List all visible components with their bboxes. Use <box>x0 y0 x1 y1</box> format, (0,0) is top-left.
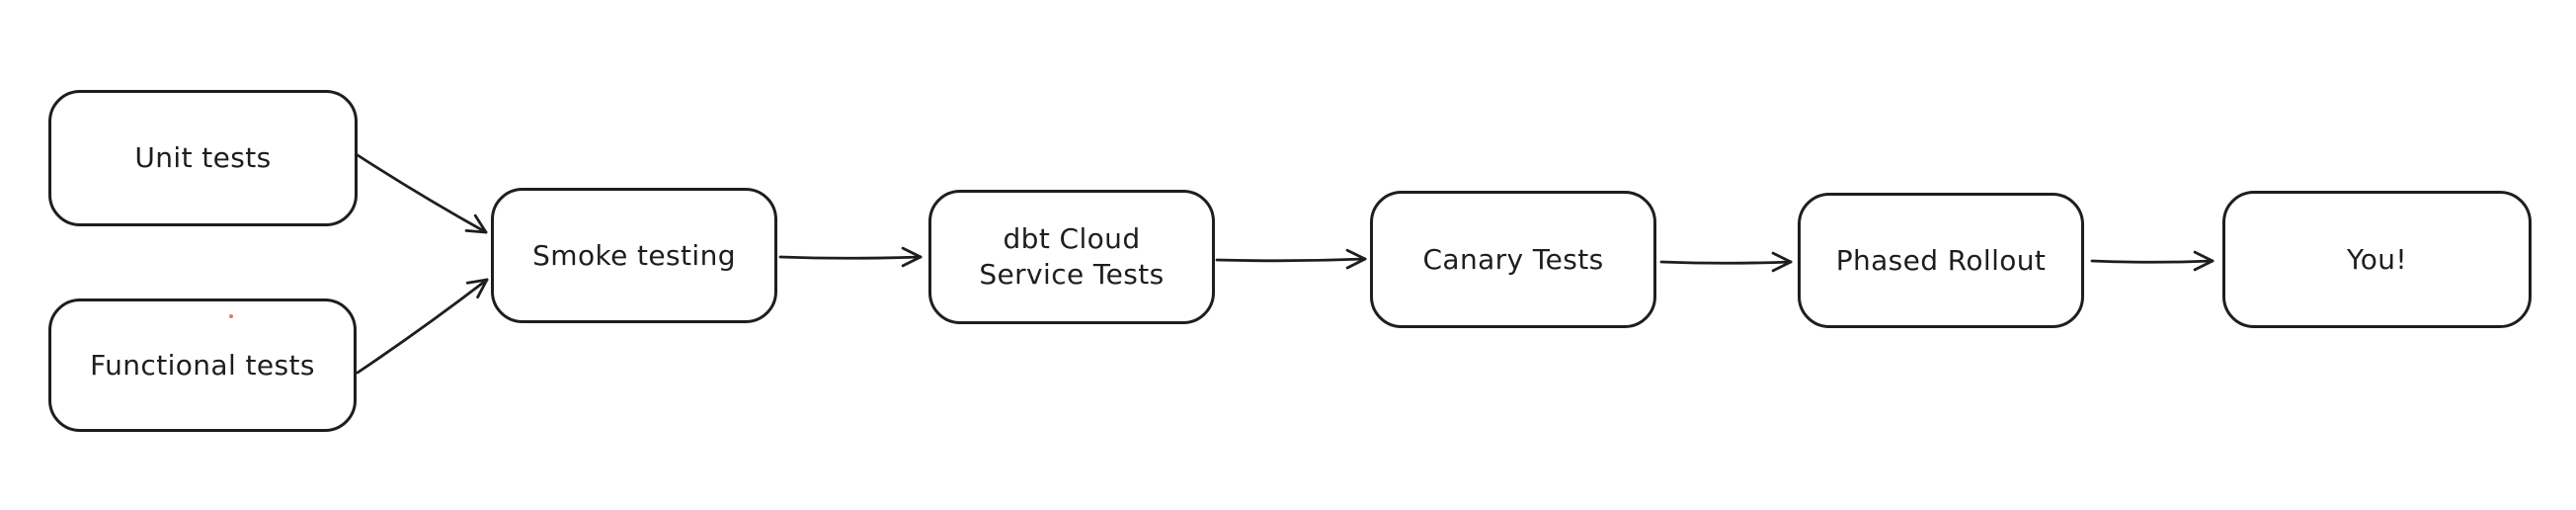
node-label-unit-tests: Unit tests <box>134 141 272 174</box>
edge-unit-tests-to-smoke-testing <box>356 153 488 234</box>
node-label-dbt-cloud-service-tests: dbt Cloud Service Tests <box>979 222 1165 291</box>
stray-red-dot <box>229 314 233 318</box>
node-functional-tests: Functional tests <box>48 298 357 432</box>
edge-canary-tests-to-phased-rollout <box>1659 251 1793 273</box>
node-you: You! <box>2222 191 2532 328</box>
node-phased-rollout: Phased Rollout <box>1798 193 2084 328</box>
node-label-canary-tests: Canary Tests <box>1422 242 1604 276</box>
node-label-phased-rollout: Phased Rollout <box>1835 243 2047 277</box>
edge-functional-tests-to-smoke-testing <box>356 278 489 375</box>
edge-phased-rollout-to-you <box>2090 250 2214 272</box>
node-dbt-cloud-service-tests: dbt Cloud Service Tests <box>928 190 1215 324</box>
node-smoke-testing: Smoke testing <box>491 188 777 323</box>
node-unit-tests: Unit tests <box>48 90 358 226</box>
node-label-functional-tests: Functional tests <box>90 348 315 382</box>
node-label-smoke-testing: Smoke testing <box>532 238 736 272</box>
node-canary-tests: Canary Tests <box>1370 191 1656 328</box>
edge-dbt-cloud-service-tests-to-canary-tests <box>1215 248 1367 270</box>
edge-smoke-testing-to-dbt-cloud-service-tests <box>778 246 923 268</box>
node-label-you: You! <box>2346 242 2408 276</box>
